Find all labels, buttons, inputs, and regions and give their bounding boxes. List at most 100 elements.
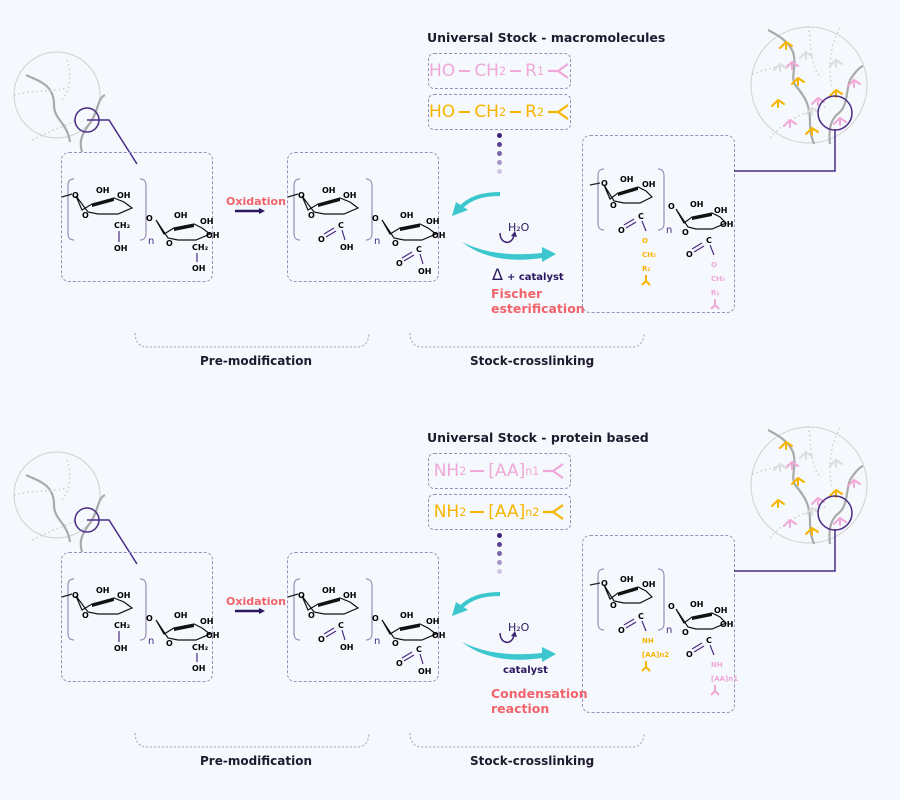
more-items-dot (497, 533, 502, 538)
svg-text:O: O (318, 235, 325, 244)
reaction-name-line1: Condensation (491, 686, 588, 701)
svg-text:OH: OH (322, 586, 336, 595)
subscript: n1 (525, 464, 540, 478)
svg-text:O: O (372, 614, 379, 623)
svg-text:O: O (601, 179, 608, 188)
svg-text:OH: OH (343, 191, 357, 200)
svg-text:OH: OH (200, 617, 214, 626)
more-items-dot (497, 542, 502, 547)
reverse-arrow (452, 192, 501, 216)
bracket-stock-crosslinking (409, 332, 645, 348)
svg-text:OH: OH (200, 217, 214, 226)
svg-text:C: C (638, 612, 644, 621)
more-items-dot (497, 169, 502, 174)
svg-text:O: O (308, 211, 315, 220)
reaction-name: Condensation reaction (491, 686, 588, 716)
svg-text:O: O (601, 579, 608, 588)
svg-text:O: O (298, 191, 305, 200)
subscript: 1 (536, 64, 544, 78)
pre-modification-label: Pre-modification (200, 754, 313, 768)
bracket-pre-modification (134, 332, 370, 348)
polymer-network-magnifier-right (750, 25, 868, 145)
bracket-pre-modification (134, 732, 370, 748)
forward-arrow (462, 642, 556, 662)
magnifier-connector-right (734, 529, 836, 572)
starting-polymer-box (61, 552, 213, 682)
svg-text:OH: OH (714, 606, 728, 615)
subscript: 2 (459, 505, 467, 519)
svg-text:OH: OH (418, 667, 432, 676)
svg-text:n: n (148, 636, 154, 647)
reaction-name-line2: esterification (491, 301, 585, 316)
stock-crosslinking-label: Stock-crosslinking (470, 354, 595, 368)
crosslinked-product-structure: O OH OH O C O NH[AA]n2 n O OH OH OH O C … (589, 568, 738, 696)
svg-text:C: C (416, 245, 422, 254)
svg-text:OH: OH (206, 631, 220, 640)
linker-atom: [AA]n1 (711, 675, 738, 683)
starting-polymer-structure: O OH OH O CH₂ OH n O OH OH OH O CH₂ OH (61, 578, 220, 673)
oxidation-label: Oxidation (226, 195, 286, 208)
oxidation-arrow (235, 608, 265, 614)
svg-text:OH: OH (426, 617, 440, 626)
svg-text:O: O (82, 611, 89, 620)
svg-text:OH: OH (114, 244, 128, 253)
svg-text:C: C (416, 645, 422, 654)
svg-text:OH: OH (343, 591, 357, 600)
stock-group: NH (433, 502, 460, 522)
oxidation-arrow (235, 208, 265, 214)
water-release-arrow (499, 631, 517, 643)
stock-group: HO (429, 102, 456, 122)
crosslinked-product-box (582, 535, 735, 713)
svg-text:OH: OH (720, 220, 734, 229)
svg-text:n: n (374, 636, 380, 647)
svg-text:OH: OH (340, 643, 354, 652)
stock-group: HO (429, 61, 456, 81)
stock-crosslinking-label: Stock-crosslinking (470, 754, 595, 768)
linker-atom: R₁ (711, 289, 719, 297)
svg-text:OH: OH (418, 267, 432, 276)
reaction-name-line1: Fischer (491, 286, 543, 301)
antibody-icon (641, 661, 651, 672)
antibody-linker-icon (547, 63, 569, 79)
svg-text:O: O (618, 626, 625, 635)
svg-text:n: n (666, 225, 672, 236)
starting-polymer-box (61, 152, 213, 282)
svg-text:O: O (308, 611, 315, 620)
stock-group: CH (474, 102, 499, 122)
svg-text:O: O (166, 239, 173, 248)
svg-text:O: O (396, 259, 403, 268)
svg-text:OH: OH (322, 186, 336, 195)
svg-text:OH: OH (117, 191, 131, 200)
reaction-panel-macromolecules: O OH OH O CH₂ OH n O OH OH OH O CH₂ OH O… (13, 25, 868, 368)
svg-text:OH: OH (340, 243, 354, 252)
subscript: n2 (525, 505, 540, 519)
svg-text:O: O (82, 211, 89, 220)
svg-text:C: C (638, 212, 644, 221)
svg-text:OH: OH (714, 206, 728, 215)
svg-text:OH: OH (114, 644, 128, 653)
oxidized-polymer-structure: O OH OH O C O OH n O OH OH OH O C O OH (287, 178, 446, 276)
linker-atom: R₂ (642, 265, 650, 273)
oxidation-label: Oxidation (226, 595, 286, 608)
bond-line (510, 70, 522, 72)
svg-text:OH: OH (400, 611, 414, 620)
svg-text:O: O (396, 659, 403, 668)
subscript: 2 (536, 105, 544, 119)
svg-text:C: C (706, 636, 712, 645)
bond-line (470, 470, 485, 472)
linker-atom: O (642, 237, 648, 245)
reaction-conditions: catalyst (503, 665, 548, 676)
more-items-dot (497, 133, 502, 138)
linker-atom: [AA]n2 (642, 651, 669, 659)
svg-text:OH: OH (620, 175, 634, 184)
svg-text:OH: OH (192, 264, 206, 273)
more-items-dot (497, 142, 502, 147)
svg-text:O: O (682, 228, 689, 237)
oxidized-polymer-structure: O OH OH O C O OH n O OH OH OH O C O OH (287, 578, 446, 676)
svg-text:OH: OH (192, 664, 206, 673)
svg-text:OH: OH (432, 231, 446, 240)
reaction-name: Fischer esterification (491, 286, 585, 316)
polymer-network-magnifier-right (750, 425, 868, 545)
svg-text:C: C (338, 221, 344, 230)
